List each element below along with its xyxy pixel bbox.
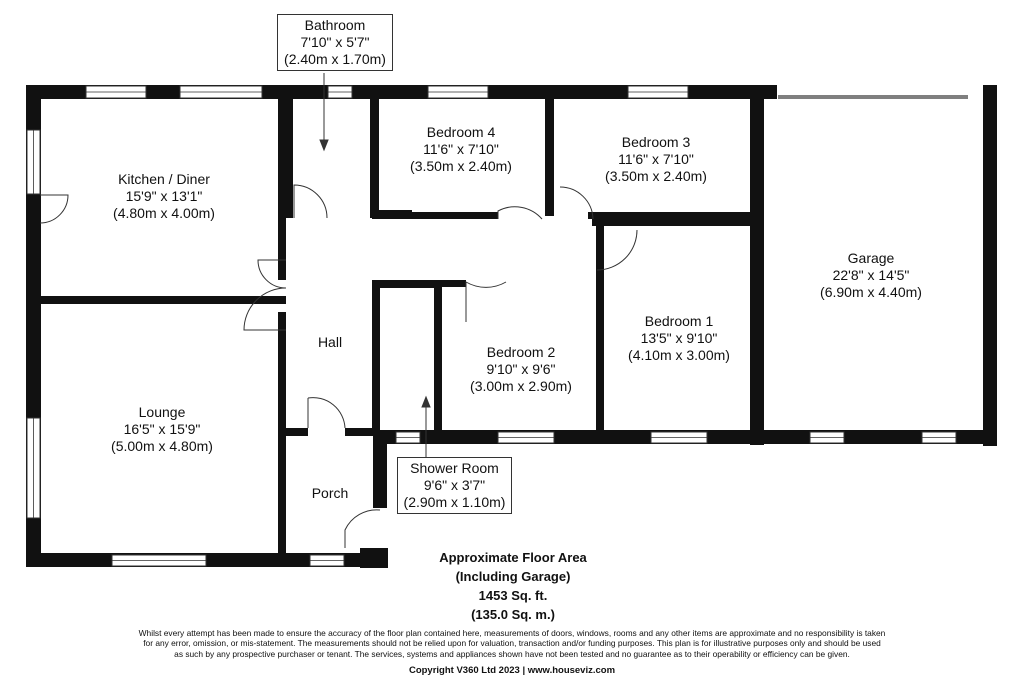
disclaimer-line-3: as such by any prospective purchaser or … [174, 648, 850, 659]
lounge-name: Lounge [138, 404, 186, 420]
bedroom3-imperial: 11'6" x 7'10" [618, 151, 694, 167]
wall-segment [983, 85, 997, 446]
wall-segment [596, 226, 604, 438]
floor-area-note: (Including Garage) [455, 569, 571, 584]
wall-segment [592, 219, 752, 226]
door-swing [293, 184, 328, 219]
bathroom-callout: Bathroom 7'10" x 5'7" (2.40m x 1.70m) [277, 14, 393, 71]
bathroom-metric: (2.40m x 1.70m) [284, 51, 386, 67]
bathroom-pointer-arrow [319, 139, 329, 152]
shower-room-imperial: 9'6" x 3'7" [423, 477, 486, 493]
door-swing [596, 229, 638, 271]
bedroom1-imperial: 13'5" x 9'10" [640, 330, 718, 346]
bedroom4-metric: (3.50m x 2.40m) [410, 158, 512, 174]
wall-segment [360, 548, 388, 568]
wall-segment [545, 98, 554, 216]
garage-door-opening [778, 86, 968, 98]
bathroom-imperial: 7'10" x 5'7" [300, 34, 370, 50]
doors [39, 184, 638, 548]
shower-room-metric: (2.90m x 1.10m) [403, 494, 506, 510]
shower-room-pointer-arrow [421, 395, 431, 408]
wall-segment [286, 428, 308, 436]
door-swing [39, 194, 69, 224]
wall-segment [372, 280, 380, 430]
wall-segment [434, 280, 442, 436]
bathroom-name: Bathroom [304, 17, 366, 33]
porch-name: Porch [311, 485, 349, 501]
door-swing [559, 186, 594, 220]
bedroom3-metric: (3.50m x 2.40m) [605, 168, 707, 184]
door-swing [344, 509, 381, 548]
bedroom1-metric: (4.10m x 3.00m) [628, 347, 730, 363]
hall-name: Hall [317, 334, 343, 350]
garage-name: Garage [847, 250, 895, 266]
porch-label: Porch [302, 485, 358, 502]
door-swing [465, 281, 507, 322]
shower-room-name: Shower Room [410, 460, 499, 476]
wall-segment [442, 280, 466, 287]
disclaimer: Whilst every attempt has been made to en… [110, 628, 914, 659]
floor-area-sqft: 1453 Sq. ft. [478, 588, 548, 603]
floor-area-title: Approximate Floor Area [439, 550, 587, 565]
wall-segment [373, 430, 387, 508]
bedroom3-label: Bedroom 3 11'6" x 7'10" (3.50m x 2.40m) [591, 134, 721, 185]
bedroom1-name: Bedroom 1 [644, 313, 714, 329]
copyright: Copyright V360 Ltd 2023 | www.houseviz.c… [408, 665, 616, 676]
wall-segment [345, 428, 375, 436]
wall-segment [278, 312, 286, 564]
wall-segment [278, 98, 286, 280]
kitchen-metric: (4.80m x 4.00m) [113, 205, 215, 221]
shower-room-callout: Shower Room 9'6" x 3'7" (2.90m x 1.10m) [397, 457, 512, 514]
door-swing [307, 397, 346, 429]
wall-segment [40, 296, 286, 304]
door-swing [243, 287, 287, 331]
bedroom4-name: Bedroom 4 [426, 124, 496, 140]
wall-segment [286, 98, 293, 218]
callout-pointers [319, 73, 431, 457]
kitchen-name: Kitchen / Diner [118, 171, 210, 187]
garage-label: Garage 22'8" x 14'5" (6.90m x 4.40m) [806, 250, 936, 301]
wall-segment [380, 212, 498, 219]
kitchen-imperial: 15'9" x 13'1" [125, 188, 203, 204]
lounge-metric: (5.00m x 4.80m) [111, 438, 213, 454]
windows [26, 85, 968, 567]
wall-segment [750, 85, 764, 445]
bedroom4-imperial: 11'6" x 7'10" [423, 141, 499, 157]
disclaimer-line-1: Whilst every attempt has been made to en… [138, 628, 886, 638]
wall-segment [372, 280, 442, 288]
disclaimer-line-2: for any error, omission, or mis-statemen… [143, 638, 881, 649]
floor-area-sqm: (135.0 Sq. m.) [471, 607, 555, 622]
garage-metric: (6.90m x 4.40m) [820, 284, 922, 300]
floor-area-summary: Approximate Floor Area (Including Garage… [380, 548, 646, 624]
door-swing [257, 259, 287, 289]
hall-label: Hall [308, 334, 352, 351]
bedroom2-label: Bedroom 2 9'10" x 9'6" (3.00m x 2.90m) [456, 344, 586, 395]
door-swing [497, 206, 543, 220]
bedroom2-metric: (3.00m x 2.90m) [470, 378, 572, 394]
bedroom3-name: Bedroom 3 [621, 134, 691, 150]
lounge-label: Lounge 16'5" x 15'9" (5.00m x 4.80m) [97, 404, 227, 455]
bedroom2-imperial: 9'10" x 9'6" [486, 361, 556, 377]
wall-segment [588, 212, 758, 219]
wall-segment [370, 98, 379, 218]
garage-imperial: 22'8" x 14'5" [832, 267, 910, 283]
kitchen-label: Kitchen / Diner 15'9" x 13'1" (4.80m x 4… [92, 171, 236, 222]
lounge-imperial: 16'5" x 15'9" [123, 421, 201, 437]
bedroom2-name: Bedroom 2 [486, 344, 556, 360]
bedroom4-label: Bedroom 4 11'6" x 7'10" (3.50m x 2.40m) [396, 124, 526, 175]
bedroom1-label: Bedroom 1 13'5" x 9'10" (4.10m x 3.00m) [614, 313, 744, 364]
wall-segment [765, 85, 773, 99]
